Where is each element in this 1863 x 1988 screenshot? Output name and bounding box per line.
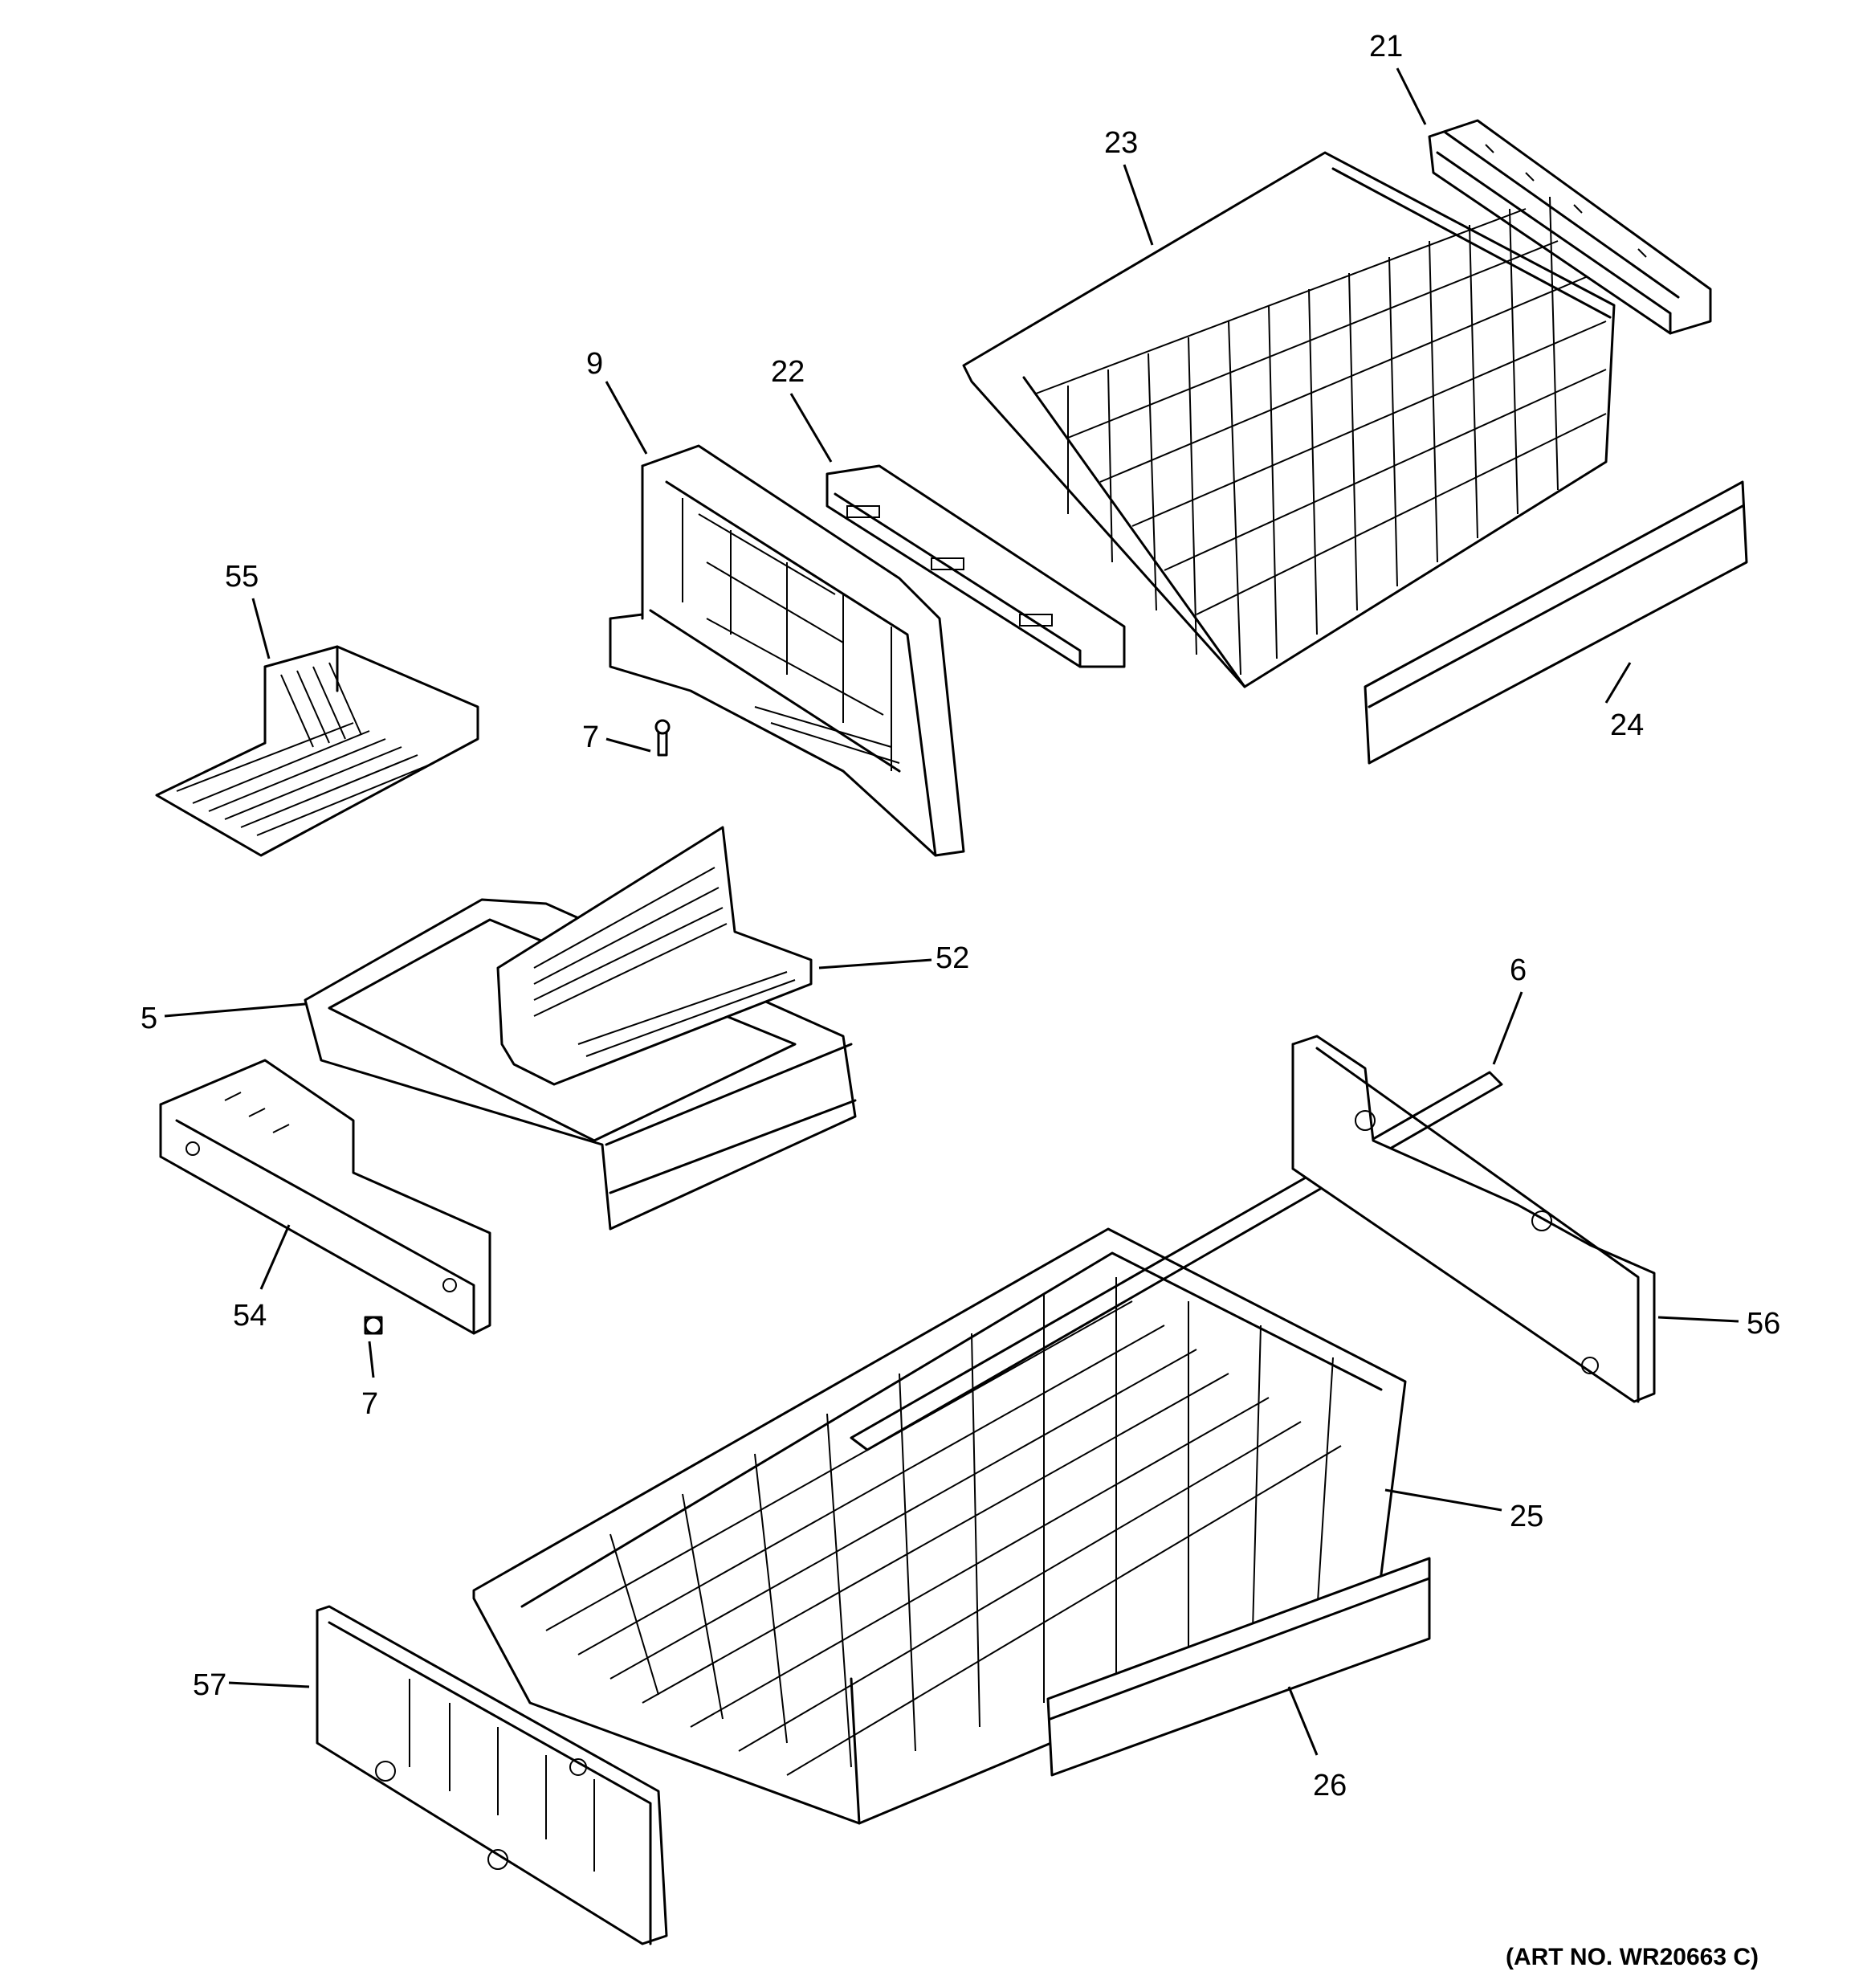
- callout-7-upper: 7: [582, 720, 599, 754]
- part-24-trim: [1364, 480, 1748, 765]
- callout-25: 25: [1510, 1500, 1543, 1533]
- callout-21: 21: [1369, 30, 1403, 63]
- callout-26: 26: [1313, 1769, 1347, 1802]
- part-26-trim: [1046, 1557, 1431, 1777]
- part-22-slide-rail: [826, 464, 1126, 668]
- part-57-lower-bracket: [316, 1605, 668, 1945]
- leader-lines: [164, 67, 1739, 1756]
- callout-57: 57: [193, 1668, 226, 1702]
- callout-23: 23: [1104, 126, 1138, 160]
- callout-54: 54: [233, 1299, 267, 1333]
- art-number: (ART NO. WR20663 C): [1505, 1944, 1759, 1970]
- part-21-rail: [1428, 119, 1712, 335]
- callout-labels: 21 23 9 22 55 24 7 52 5 6 54 56 7 25 57 …: [141, 30, 1780, 1802]
- callout-9: 9: [586, 347, 603, 381]
- callout-55: 55: [225, 560, 259, 594]
- callout-52: 52: [936, 941, 969, 975]
- callout-6: 6: [1510, 953, 1527, 987]
- part-25-lower-basket: [472, 1227, 1407, 1825]
- part-56-right-bracket: [1291, 1035, 1656, 1403]
- callout-56: 56: [1747, 1307, 1780, 1341]
- part-54-left-bracket: [159, 1059, 491, 1335]
- callout-24: 24: [1610, 708, 1644, 742]
- callout-22: 22: [771, 355, 805, 389]
- part-7-screw-lower: [364, 1316, 383, 1335]
- part-9-bracket-assembly: [609, 444, 965, 857]
- part-55-grate-shelf: [155, 645, 479, 857]
- callout-7-lower: 7: [361, 1387, 378, 1421]
- part-23-upper-basket: [962, 151, 1616, 688]
- part-52-cover: [496, 826, 813, 1086]
- callout-5: 5: [141, 1002, 157, 1035]
- part-7-screw-upper: [654, 719, 671, 757]
